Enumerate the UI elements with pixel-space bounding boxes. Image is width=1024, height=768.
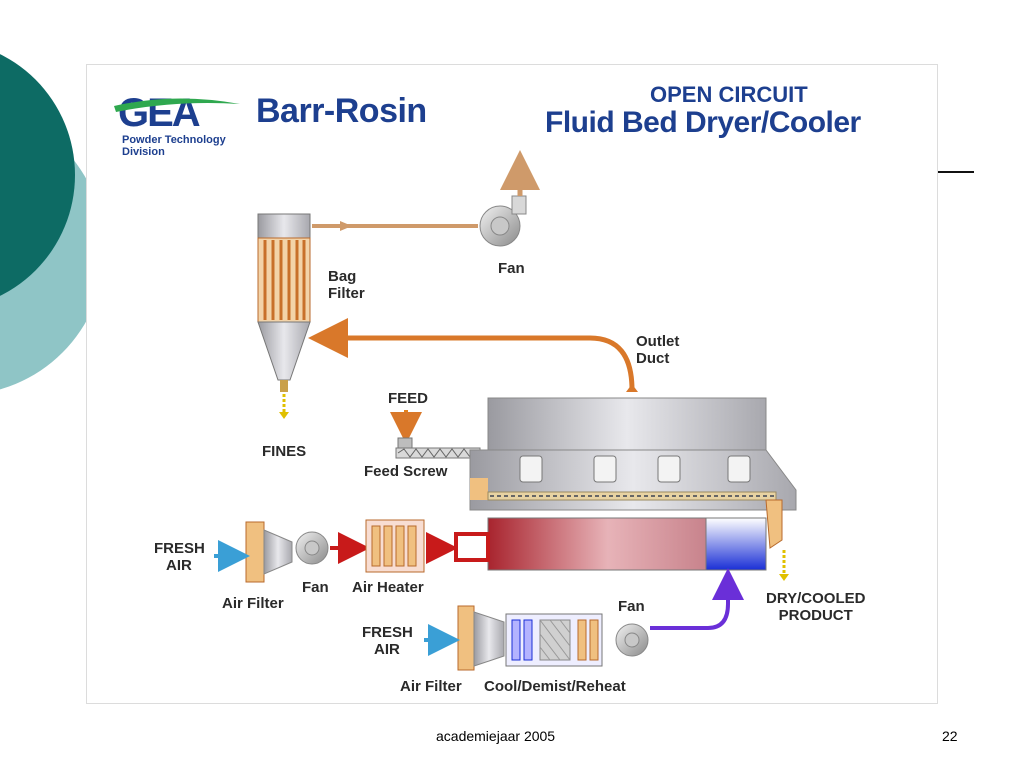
cool-air-fan	[615, 623, 649, 657]
label-outlet-duct: Outlet Duct	[636, 333, 679, 367]
fluid-bed-dryer	[469, 397, 797, 581]
top-fan	[479, 195, 527, 247]
label-fresh-air-top-line1: FRESH	[154, 540, 205, 557]
label-outlet-duct-line1: Outlet	[636, 333, 680, 350]
air-filter-hot	[245, 521, 293, 583]
label-dry-cooled-product: DRY/COOLED PRODUCT	[766, 590, 865, 624]
feed-screw	[395, 437, 481, 459]
title-line-2: Fluid Bed Dryer/Cooler	[545, 106, 861, 139]
label-cool-demist-reheat: Cool/Demist/Reheat	[484, 678, 626, 695]
svg-text:GEA: GEA	[118, 91, 200, 135]
decorative-circles	[0, 0, 100, 420]
label-fresh-air-bottom-line2: AIR	[374, 641, 400, 658]
division-line-2: Division	[122, 146, 165, 158]
label-product-line2: PRODUCT	[778, 607, 853, 624]
title-line-1: OPEN CIRCUIT	[650, 82, 808, 107]
footer-text: academiejaar 2005	[436, 728, 556, 744]
air-heater	[365, 519, 425, 573]
label-bag-filter-line2: Filter	[328, 285, 365, 302]
label-fan-top: Fan	[498, 260, 525, 277]
fluid-bed-diagram: GEA	[114, 91, 797, 671]
gea-logo: GEA	[114, 91, 240, 135]
label-fines: FINES	[262, 443, 307, 460]
label-bag-filter: Bag Filter	[328, 268, 365, 302]
division-line-1: Powder Technology	[122, 134, 226, 146]
label-fresh-air-bottom-line1: FRESH	[362, 624, 413, 641]
title-rule	[938, 171, 974, 173]
label-fan-cooler: Fan	[618, 598, 645, 615]
label-feed: FEED	[388, 390, 429, 407]
label-air-filter-bottom: Air Filter	[400, 678, 462, 695]
label-fresh-air-bottom: FRESH AIR	[362, 624, 413, 658]
hot-air-fan	[295, 531, 329, 565]
division-text: Powder Technology Division	[122, 134, 226, 158]
label-fresh-air-top: FRESH AIR	[154, 540, 205, 574]
air-filter-cool	[457, 605, 505, 671]
bag-filter	[257, 213, 311, 419]
label-fresh-air-top-line2: AIR	[166, 557, 192, 574]
page-number: 22	[942, 728, 958, 744]
label-product-line1: DRY/COOLED	[766, 590, 866, 607]
label-fan-heater: Fan	[302, 579, 329, 596]
brand-name: Barr-Rosin	[256, 92, 427, 130]
label-air-heater: Air Heater	[352, 579, 424, 596]
cool-demist-reheat-unit	[505, 613, 603, 667]
label-feed-screw: Feed Screw	[364, 463, 448, 480]
label-bag-filter-line1: Bag	[328, 268, 357, 285]
label-outlet-duct-line2: Duct	[636, 350, 670, 367]
label-air-filter-top: Air Filter	[222, 595, 284, 612]
